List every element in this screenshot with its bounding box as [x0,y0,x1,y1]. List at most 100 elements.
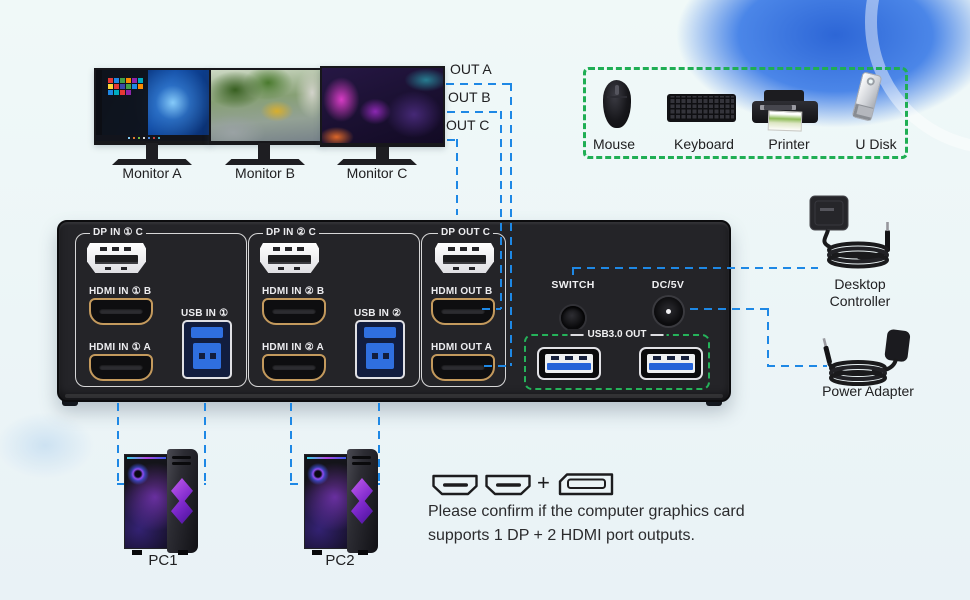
note-line1: Please confirm if the computer graphics … [428,503,745,520]
pc1-label: PC1 [148,552,178,569]
line-into-hdmi-out-b [482,308,501,310]
line-usb1-to-pc1 [204,403,206,484]
line-out-a-vertical [510,83,512,366]
power-adapter-label: Power Adapter [822,383,914,399]
start-menu-tiles [108,78,113,83]
dp-in-2-label: DP IN ② C [263,227,320,238]
keyboard-icon [667,94,736,122]
monitor-c-screen [320,66,445,147]
hdmi-out-b-port [431,298,495,325]
controller-label-line1: Desktop [834,276,886,292]
hdmi-connector-icon [432,474,478,496]
hdmi-in-1a-label: HDMI IN ① A [89,342,151,353]
line-hdmi1a-to-pc1 [117,403,119,484]
usb-in-2-port [355,320,405,379]
out-a-label: OUT A [450,61,492,77]
taskbar [96,135,209,141]
printer-icon [752,90,818,136]
line-dc-vertical [767,308,769,366]
monitor-a-base [112,159,192,165]
hdmi-connector-icon [485,474,531,496]
line-switch-stub [572,267,574,280]
pc2-side-panel [304,454,349,549]
usb3-out-port-2 [639,347,703,380]
hdmi-in-1b-label: HDMI IN ① B [89,286,152,297]
port-group-outputs: DP OUT C HDMI OUT B HDMI OUT A [421,227,506,387]
monitor-c-label: Monitor C [346,165,408,181]
dc-5v-label: DC/5V [651,279,685,291]
line-usb2-to-pc2 [378,403,380,484]
dp-in-2-port [260,243,319,273]
monitor-b-base [225,159,305,165]
device-foot-right [706,399,722,406]
switch-button [561,306,585,330]
street-photo [211,70,321,141]
usb-in-2-label: USB IN ② [354,308,402,319]
out-b-label: OUT B [448,89,491,105]
pc1-side-panel [124,454,169,549]
mouse-icon [603,80,631,128]
peripherals-group-box [583,67,908,159]
hdmi-in-2b-port [262,298,326,325]
monitor-a-screen [94,68,211,145]
kvm-switch-device: DP IN ① C HDMI IN ① B HDMI IN ① A USB IN… [57,220,731,402]
line-hdmi2a-to-pc2 [290,403,292,484]
line-out-c-vertical [456,139,458,215]
pc2-front-panel [347,449,378,553]
device-foot-left [62,399,78,406]
monitor-a-label: Monitor A [122,165,182,181]
usb3-out-group-box: USB3.0 OUT [524,329,710,390]
power-adapter-icon [822,329,911,386]
printed-photo [767,110,803,132]
port-group-pc1: DP IN ① C HDMI IN ① B HDMI IN ① A USB IN… [75,227,247,387]
hdmi-in-2a-label: HDMI IN ② A [262,342,324,353]
hdmi-in-1b-port [89,298,153,325]
usb-in-1-label: USB IN ① [181,308,229,319]
pc1-tower [124,449,198,555]
note-line2: supports 1 DP + 2 HDMI port outputs. [428,527,695,544]
pc2-tower [304,449,378,555]
dc-power-jack [654,297,683,326]
mouse-label: Mouse [592,136,636,152]
line-into-hdmi-out-a [484,365,511,367]
windows-desktop-wallpaper [96,70,209,141]
hdmi-in-1a-port [89,354,153,381]
dp-in-1-port [87,243,146,273]
out-c-label: OUT C [446,117,490,133]
displayport-connector-icon [558,473,614,496]
dp-out-label: DP OUT C [438,227,494,238]
monitor-a-stand [146,143,158,160]
dp-in-1-label: DP IN ① C [90,227,147,238]
start-menu [96,70,148,136]
pc2-label: PC2 [325,552,355,569]
udisk-label: U Disk [855,136,897,152]
dp-out-c-port [435,243,494,273]
usb3-out-port-1 [537,347,601,380]
printer-label: Printer [768,136,810,152]
device-front-edge [65,394,723,398]
monitor-b-stand [258,143,270,160]
line-dc-horizontal-1 [690,308,769,310]
line-out-b-vertical [500,111,502,309]
hdmi-in-2b-label: HDMI IN ② B [262,286,325,297]
monitor-c-stand [376,147,389,160]
hdmi-in-2a-port [262,354,326,381]
desktop-controller-icon [809,195,890,269]
pc1-front-panel [167,449,198,553]
plus-sign: + [537,470,550,495]
hdmi-out-b-label: HDMI OUT B [431,286,493,297]
usb3-out-label: USB3.0 OUT [567,329,667,340]
hdmi-out-a-label: HDMI OUT A [431,342,493,353]
line-switch-to-controller [573,267,818,269]
light-blob-decoration [0,398,115,493]
monitor-b-screen [209,68,323,145]
game-art [322,68,443,143]
pc1-bracket-right [190,483,206,485]
port-group-pc2: DP IN ② C HDMI IN ② B HDMI IN ② A USB IN… [248,227,420,387]
monitor-c-base [337,159,417,165]
line-dc-to-power-adapter [767,365,827,367]
monitor-b-label: Monitor B [235,165,295,181]
switch-label: SWITCH [551,279,595,291]
pc2-bracket-left [290,483,306,485]
